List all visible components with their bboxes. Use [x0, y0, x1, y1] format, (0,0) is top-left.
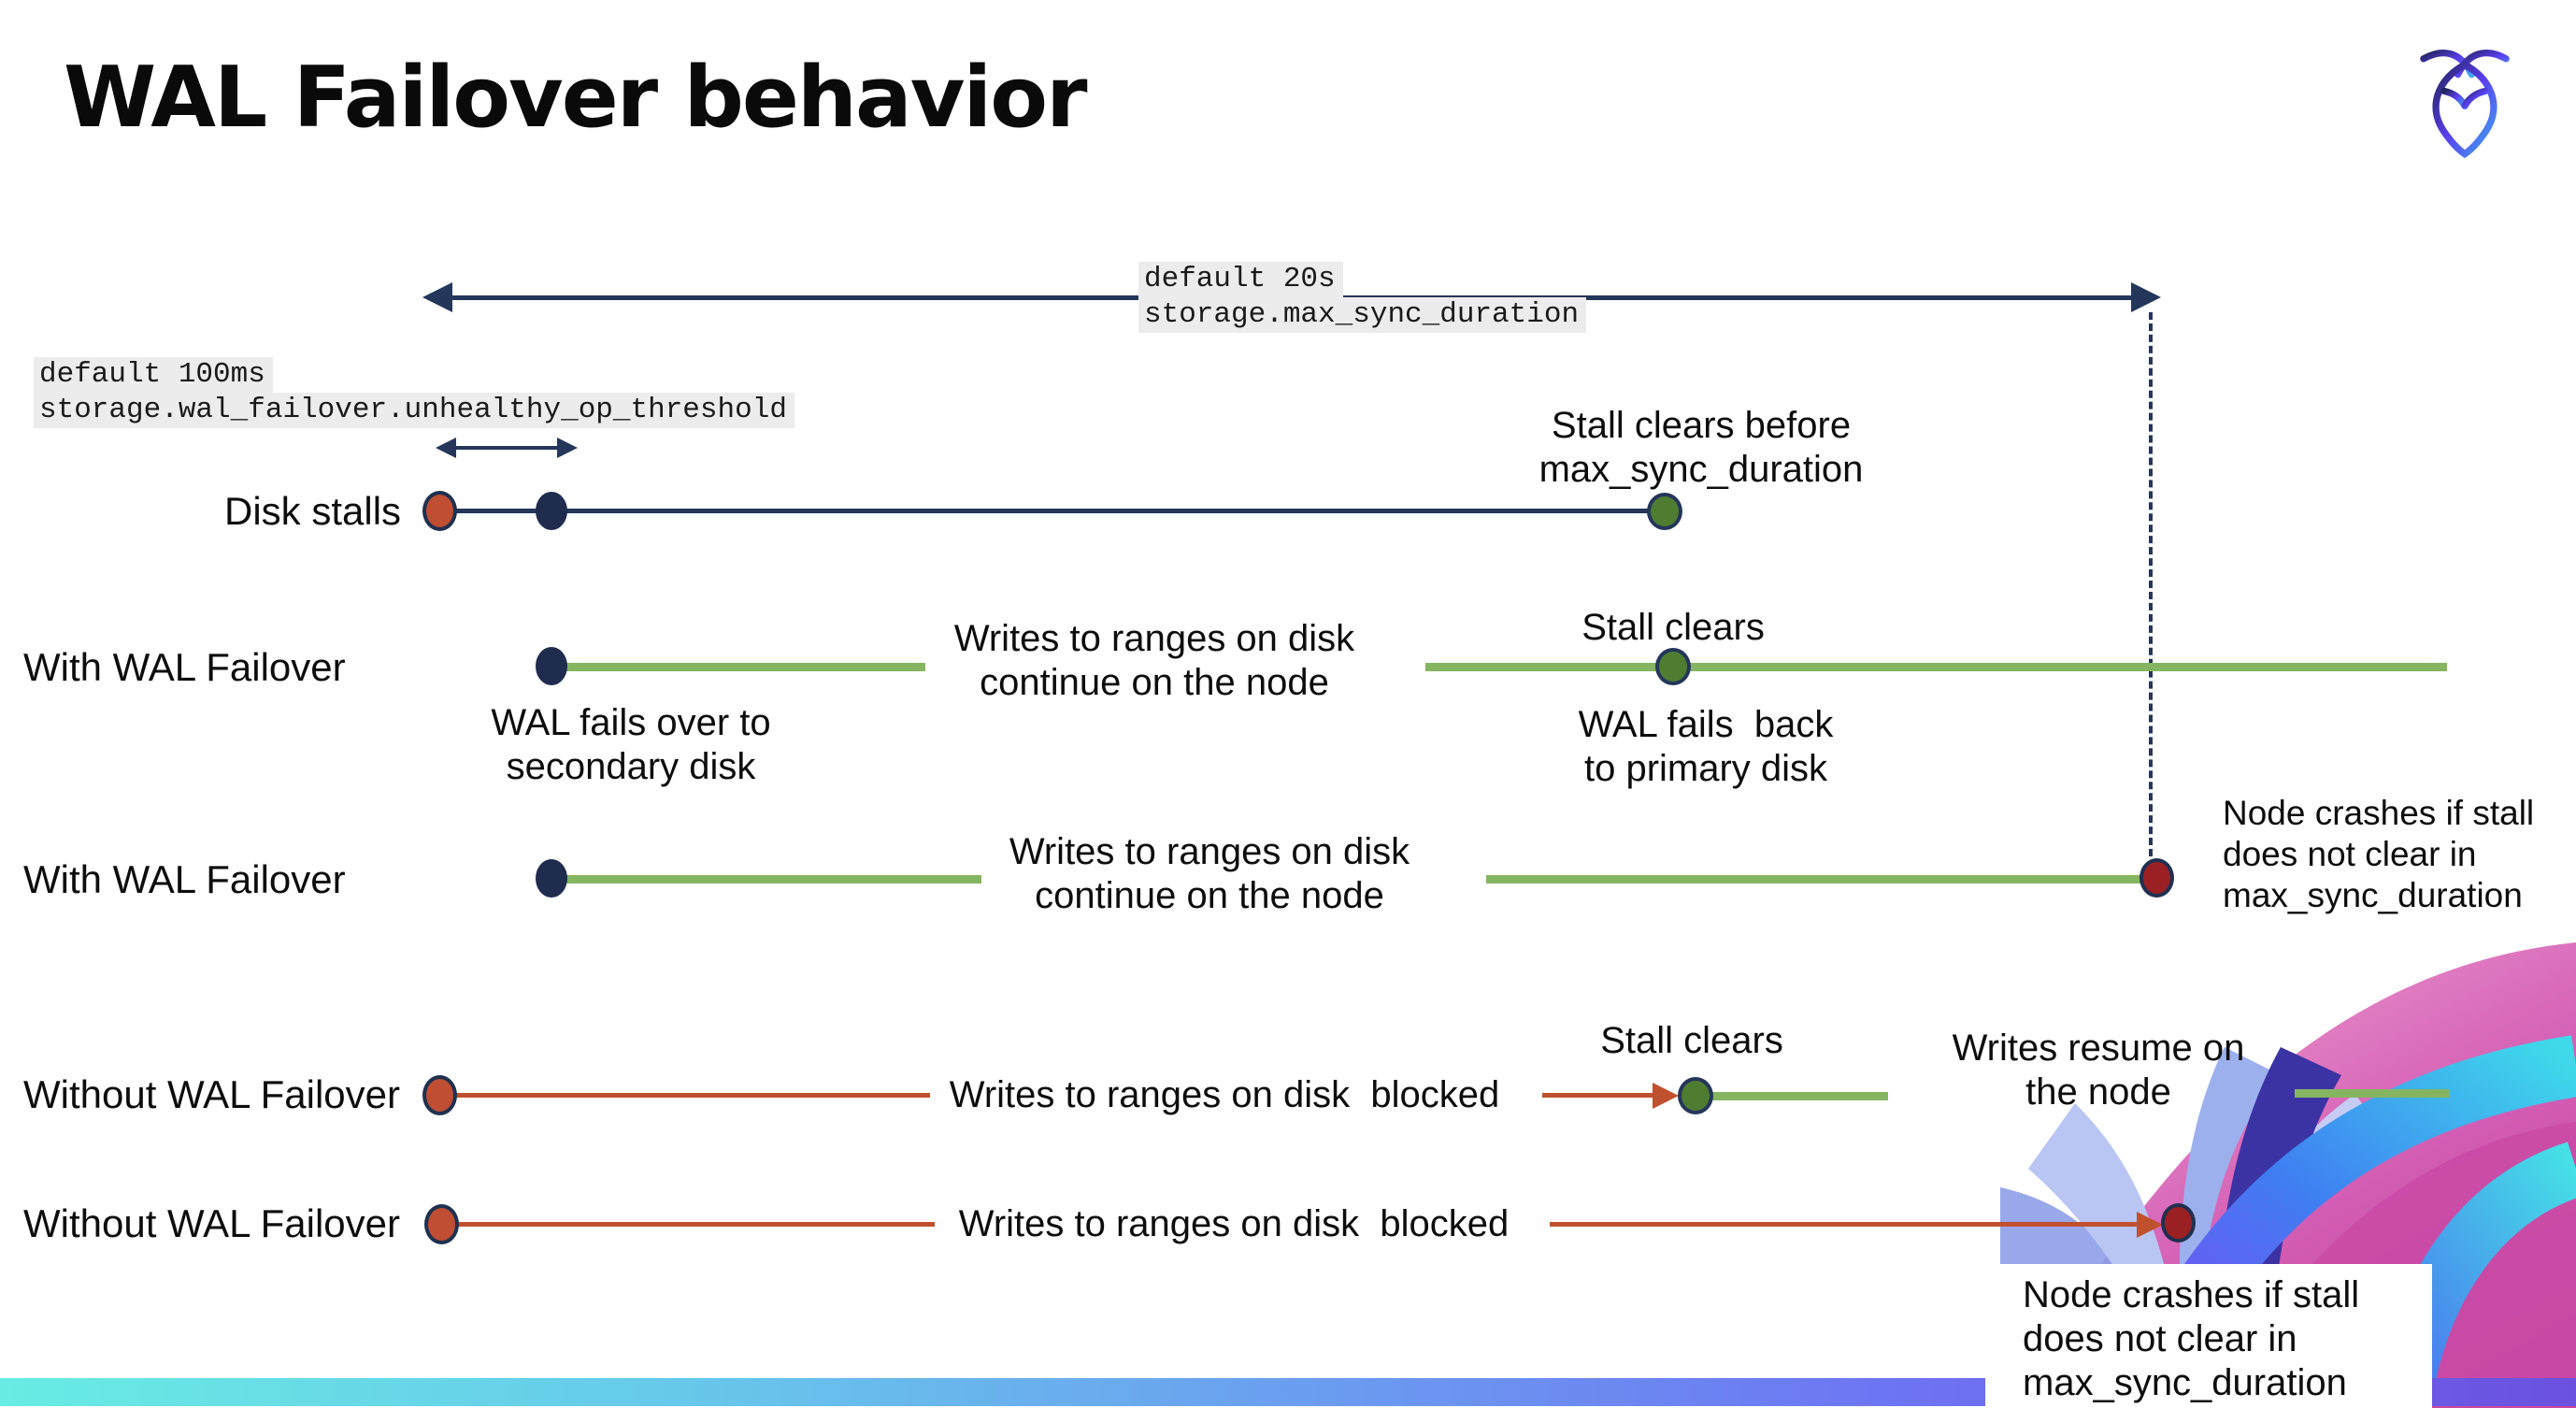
annotation-node-crashes-2: Node crashes if stall does not clear in … [2023, 1274, 2360, 1403]
row-label-with-wal-failover-1: With WAL Failover [23, 645, 346, 689]
annotation-writes-blocked-1: Writes to ranges on disk blocked [949, 1074, 1500, 1115]
max-sync-default-label: default 20s [1138, 262, 1343, 297]
writes-blocked-line-1b [1542, 1093, 1658, 1098]
annotation-stall-clears-2: Stall clears [1600, 1020, 1783, 1061]
row-label-without-wal-failover-2: Without WAL Failover [23, 1201, 400, 1245]
max-sync-duration-label: default 20s storage.max_sync_duration [1138, 262, 1587, 333]
annotation-stall-clears-before: Stall clears before max_sync_duration [1538, 405, 1864, 490]
cockroachdb-logo-icon [2420, 49, 2510, 159]
writes-resume-line-1 [1708, 1092, 1888, 1100]
stall-clear-dot [1647, 493, 1682, 530]
unhealthy-op-threshold-label: default 100ms storage.wal_failover.unhea… [34, 357, 794, 428]
writes-blocked-line-1a [454, 1093, 930, 1098]
writes-continue-line-2a [561, 875, 981, 884]
writes-blocked-line-2a [456, 1222, 935, 1227]
node-crash-callout-box: Node crashes if stall does not clear in … [1985, 1264, 2432, 1408]
writes-continue-line-1a [561, 663, 925, 671]
annotation-stall-clears-1: Stall clears [1581, 607, 1765, 648]
stall-start-dot-row4 [422, 1075, 457, 1115]
failover-dot-row2 [536, 647, 567, 685]
stall-start-dot [422, 491, 457, 531]
annotation-writes-resume: Writes resume on the node [1952, 1027, 2245, 1113]
arrowhead-left-icon [422, 282, 452, 312]
annotation-wal-fails-over: WAL fails over to secondary disk [491, 702, 771, 787]
row-label-disk-stalls: Disk stalls [224, 489, 402, 533]
annotation-writes-blocked-2: Writes to ranges on disk blocked [958, 1203, 1510, 1244]
stall-start-dot-row5 [424, 1204, 459, 1244]
node-crash-dot-row5 [2161, 1203, 2196, 1243]
row-label-without-wal-failover-1: Without WAL Failover [23, 1072, 400, 1116]
page-title: WAL Failover behavior [64, 49, 1087, 147]
writes-continue-line-1b [1425, 663, 2447, 671]
threshold-setting-name: storage.wal_failover.unhealthy_op_thresh… [34, 393, 794, 428]
blocked-arrowhead-icon-1 [1653, 1083, 1679, 1109]
threshold-arrow-line [449, 446, 565, 450]
max-sync-timeout-dashed-line [2149, 312, 2153, 856]
disk-stall-timeline [439, 509, 1666, 513]
stall-clear-dot-row2 [1655, 648, 1691, 685]
failover-dot-row3 [536, 859, 567, 898]
writes-blocked-line-2b [1550, 1222, 2142, 1227]
writes-resume-line-2 [2295, 1089, 2450, 1098]
stall-clear-dot-row4 [1678, 1077, 1713, 1114]
annotation-node-crashes-1: Node crashes if stall does not clear in … [2223, 794, 2535, 914]
row-label-with-wal-failover-2: With WAL Failover [23, 857, 346, 901]
annotation-writes-continue-2: Writes to ranges on disk continue on the… [1009, 831, 1410, 916]
max-sync-setting-name: storage.max_sync_duration [1138, 297, 1587, 333]
annotation-writes-continue-1: Writes to ranges on disk continue on the… [953, 618, 1355, 703]
writes-continue-line-2b [1486, 875, 2145, 884]
failover-threshold-dot [536, 492, 567, 530]
threshold-default-label: default 100ms [34, 357, 273, 393]
node-crash-dot-row3 [2140, 858, 2174, 898]
threshold-arrowhead-right-icon [557, 438, 578, 458]
blocked-arrowhead-icon-2 [2137, 1212, 2163, 1238]
threshold-arrowhead-left-icon [436, 438, 456, 458]
arrowhead-right-icon [2131, 282, 2161, 312]
annotation-wal-fails-back: WAL fails back to primary disk [1578, 704, 1834, 789]
